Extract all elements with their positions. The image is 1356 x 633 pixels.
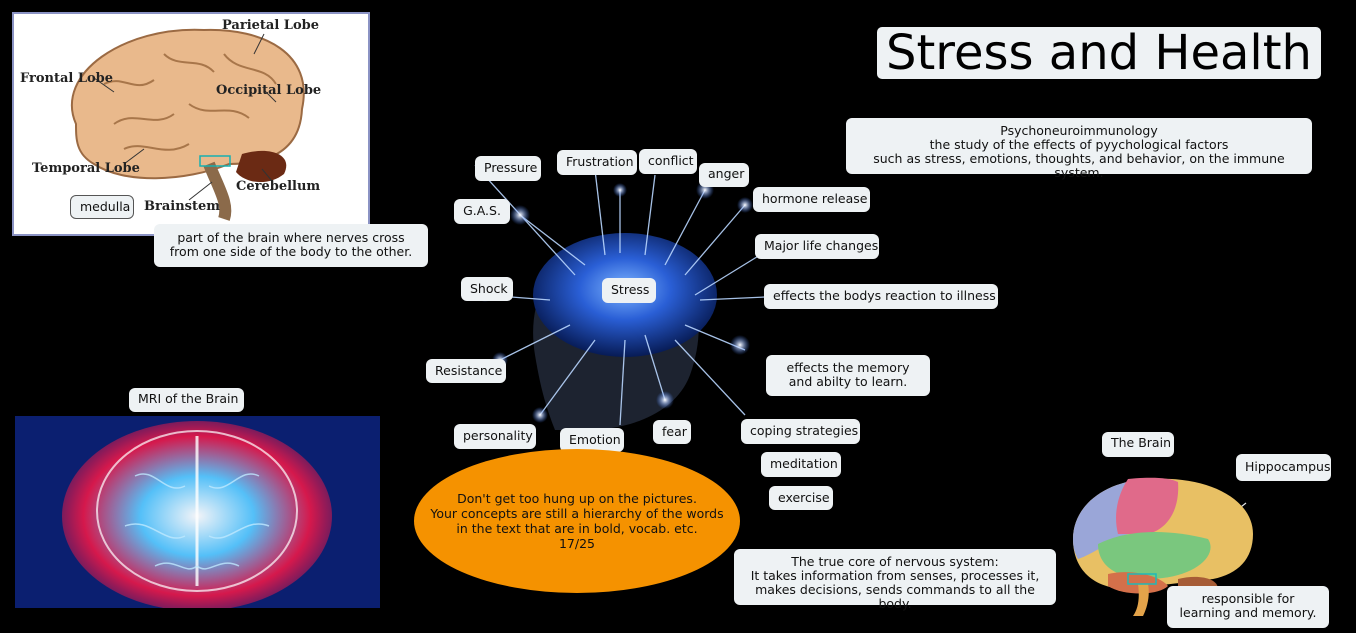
concept-emotion[interactable]: Emotion [560,428,624,452]
concept-frustration[interactable]: Frustration [557,150,637,175]
concept-fear[interactable]: fear [653,420,691,444]
concept-coping-strategies[interactable]: coping strategies [741,419,860,444]
concept-pressure[interactable]: Pressure [475,156,541,181]
concept-resistance[interactable]: Resistance [426,359,506,383]
brainstem-label: Brainstem [144,199,220,214]
medulla-definition[interactable]: part of the brain where nerves cross fro… [154,224,428,267]
mri-scan-image-icon [15,416,380,608]
mri-label[interactable]: MRI of the Brain [129,388,244,412]
concept-illness[interactable]: effects the bodys reaction to illness [764,284,998,309]
concept-exercise[interactable]: exercise [769,486,833,510]
hippocampus-label[interactable]: Hippocampus [1236,454,1331,481]
occipital-lobe-label: Occipital Lobe [216,83,321,98]
concept-major-life-changes[interactable]: Major life changes [755,234,879,259]
concept-memory[interactable]: effects the memory and abilty to learn. [766,355,930,396]
frontal-lobe-label: Frontal Lobe [20,71,113,86]
psychoneuroimmunology-note[interactable]: Psychoneuroimmunology the study of the e… [846,118,1312,180]
nervous-system-core-note[interactable]: The true core of nervous system: It take… [734,549,1056,611]
concept-hormone-release[interactable]: hormone release [753,187,870,212]
medulla-label[interactable]: medulla [70,195,134,219]
instructor-note-oval[interactable]: Don't get too hung up on the pictures. Y… [414,449,740,593]
parietal-lobe-label: Parietal Lobe [222,18,319,33]
hippocampus-definition[interactable]: responsible for learning and memory. [1167,586,1329,628]
concept-meditation[interactable]: meditation [761,452,841,477]
concept-shock[interactable]: Shock [461,277,513,301]
cerebellum-label: Cerebellum [236,179,320,194]
brain-label[interactable]: The Brain [1102,432,1174,457]
brain-lobes-diagram-icon: Parietal Lobe Frontal Lobe Occipital Lob… [20,18,321,221]
concept-conflict[interactable]: conflict [639,149,697,174]
concept-personality[interactable]: personality [454,424,536,449]
page-title: Stress and Health [877,27,1321,79]
brain-lobes-image: Parietal Lobe Frontal Lobe Occipital Lob… [12,12,370,236]
temporal-lobe-label: Temporal Lobe [32,161,140,176]
concept-gas[interactable]: G.A.S. [454,199,510,224]
concept-anger[interactable]: anger [699,163,749,187]
mri-image [15,416,380,608]
stress-node[interactable]: Stress [602,278,656,303]
